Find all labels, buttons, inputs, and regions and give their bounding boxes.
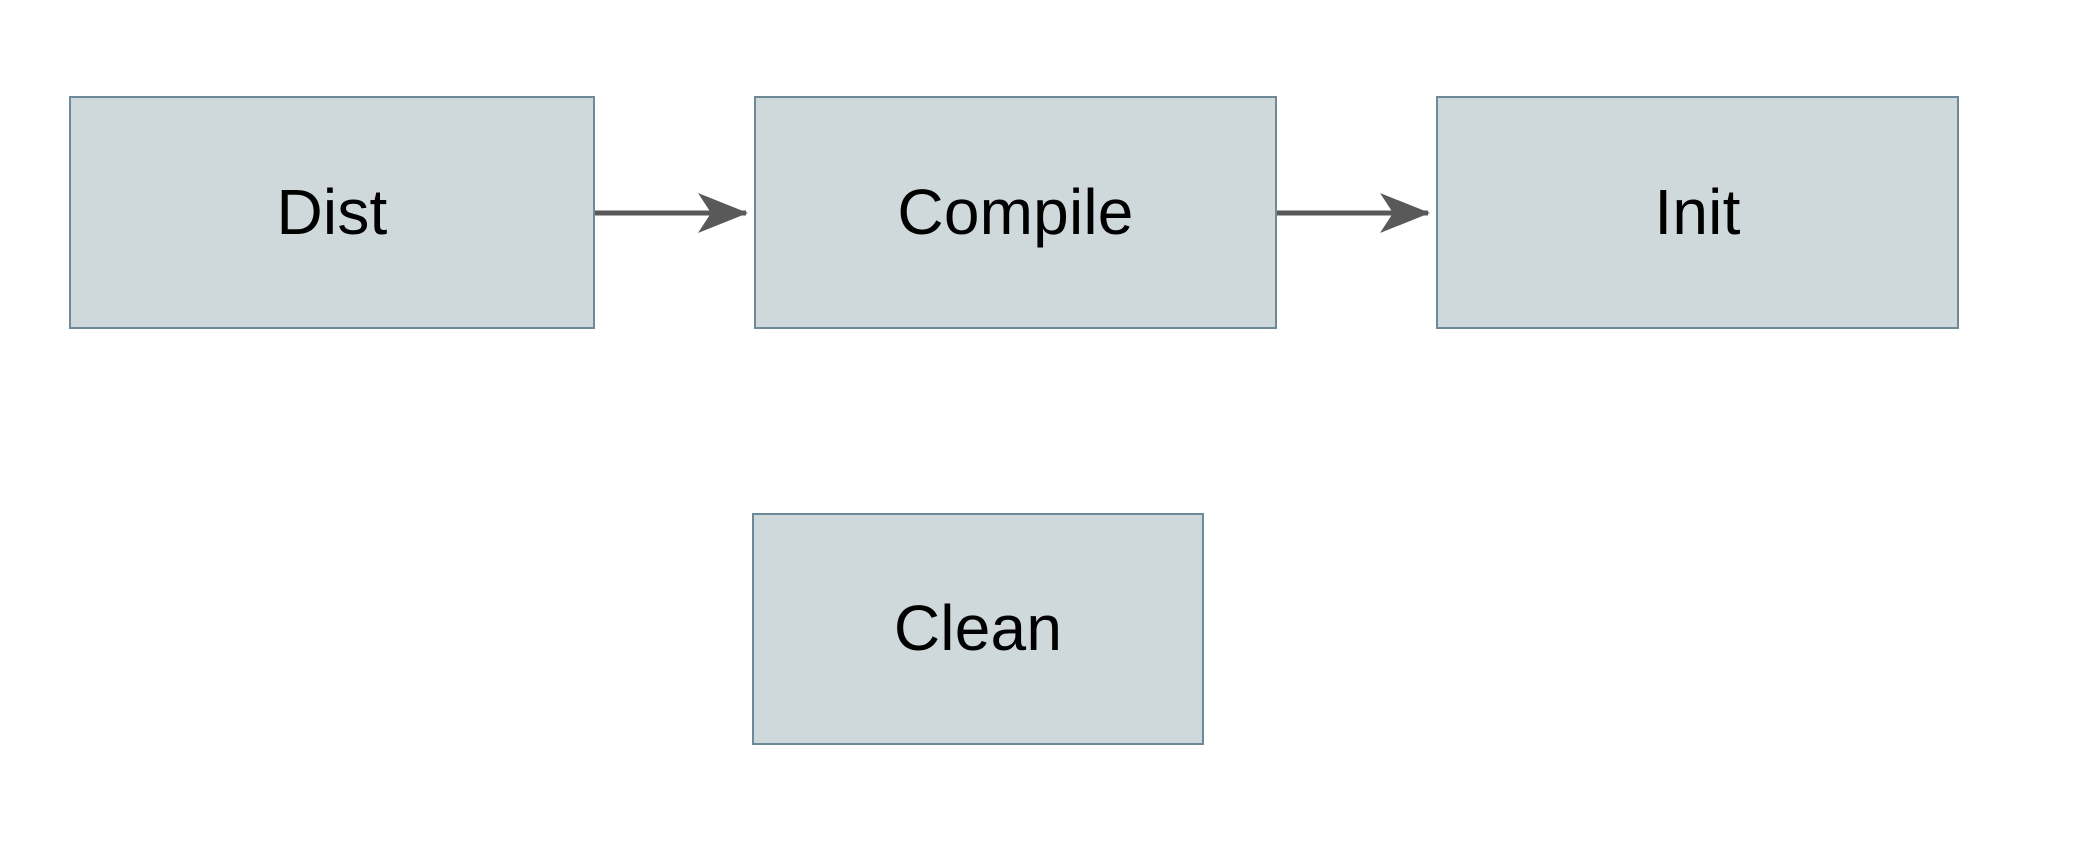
node-init-label: Init xyxy=(1654,175,1741,248)
node-clean[interactable]: Clean xyxy=(752,513,1204,745)
node-compile[interactable]: Compile xyxy=(754,96,1277,329)
edge-compile-to-init-hitbox[interactable] xyxy=(1277,196,1436,230)
node-compile-label: Compile xyxy=(897,175,1134,248)
edge-dist-to-compile-hitbox[interactable] xyxy=(595,196,754,230)
node-dist[interactable]: Dist xyxy=(69,96,595,329)
node-init[interactable]: Init xyxy=(1436,96,1959,329)
node-clean-label: Clean xyxy=(893,592,1063,664)
node-dist-label: Dist xyxy=(276,175,388,248)
